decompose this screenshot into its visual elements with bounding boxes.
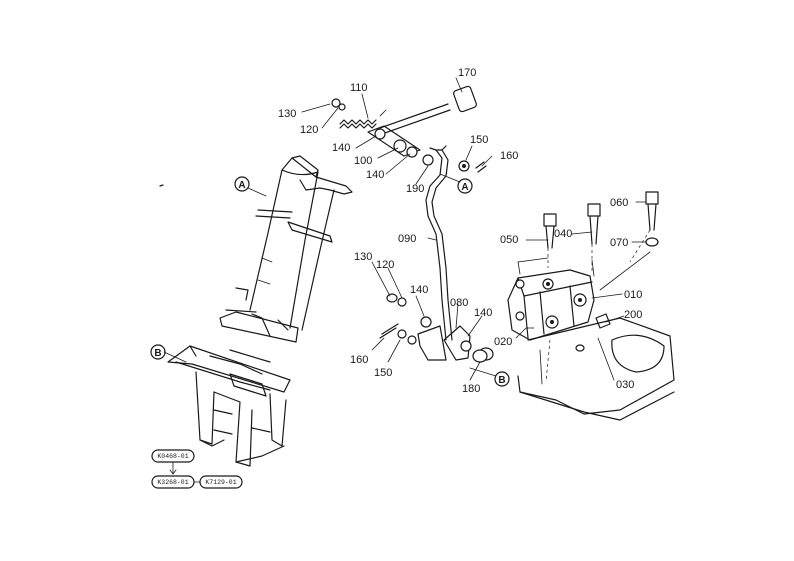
callout-150-lower: 150 <box>374 367 392 379</box>
serial-tag-2: K3268-01 <box>157 479 188 486</box>
callout-160-lower: 160 <box>350 354 368 366</box>
callout-060: 060 <box>610 197 628 209</box>
callout-050: 050 <box>500 234 518 246</box>
leader-lines <box>163 77 651 381</box>
svg-text:B: B <box>154 348 161 359</box>
svg-text:B: B <box>498 375 505 386</box>
callout-140-a: 140 <box>332 142 350 154</box>
upper-bushings <box>331 98 487 173</box>
callout-170: 170 <box>458 67 476 79</box>
callout-030: 030 <box>616 379 634 391</box>
callout-140-c: 140 <box>410 284 428 296</box>
callout-190: 190 <box>406 183 424 195</box>
valve-assembly <box>507 191 675 421</box>
ref-marker-a2: A <box>457 178 473 194</box>
pedal-bracket-a <box>159 155 353 343</box>
callout-180: 180 <box>462 383 480 395</box>
callout-120-lower: 120 <box>376 259 394 271</box>
callout-110: 110 <box>350 82 368 94</box>
callout-090: 090 <box>398 233 416 245</box>
svg-text:A: A <box>461 182 468 193</box>
callout-140-b: 140 <box>366 169 384 181</box>
callout-070: 070 <box>610 237 628 249</box>
callout-020: 020 <box>494 336 512 348</box>
serial-tags: K0468-01 K3268-01 K7129-01 <box>151 449 243 489</box>
ref-marker-b1: B <box>150 344 166 360</box>
callout-100: 100 <box>354 155 372 167</box>
serial-tag-3: K7129-01 <box>205 479 236 486</box>
callout-200: 200 <box>624 309 642 321</box>
callout-150-upper: 150 <box>470 134 488 146</box>
callout-160-upper: 160 <box>500 150 518 162</box>
callout-080: 080 <box>450 297 468 309</box>
callout-120-upper: 120 <box>300 124 318 136</box>
part-callouts: 170 110 130 120 140 100 140 190 150 160 … <box>278 67 642 395</box>
serial-tag-1: K0468-01 <box>157 453 188 460</box>
upper-lever <box>367 85 477 157</box>
ref-marker-a1: A <box>234 176 250 192</box>
callout-130-upper: 130 <box>278 108 296 120</box>
callout-130-lower: 130 <box>354 251 372 263</box>
callout-010: 010 <box>624 289 642 301</box>
spring-110 <box>339 109 387 129</box>
ref-marker-b2: B <box>494 371 510 387</box>
callout-040: 040 <box>554 228 572 240</box>
support-frame-b <box>167 345 291 467</box>
lower-bushings <box>379 293 494 363</box>
svg-text:A: A <box>238 180 245 191</box>
pedal-rod <box>425 145 453 341</box>
callout-140-d: 140 <box>474 307 492 319</box>
